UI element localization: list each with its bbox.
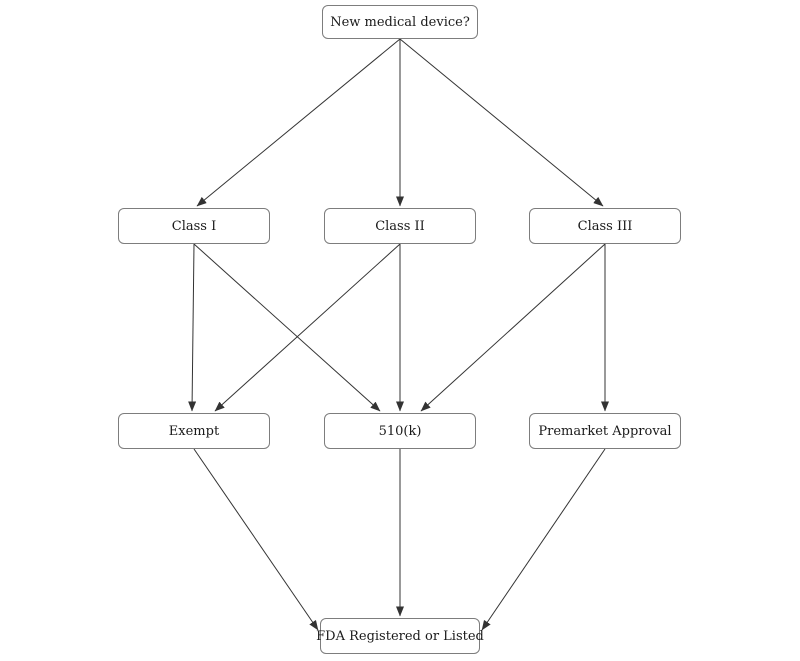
flow-edge-class-1-to-510k — [193, 243, 381, 412]
flow-edge-exempt-to-fda — [193, 448, 319, 631]
flow-edge-new-device-to-class-1 — [196, 38, 401, 207]
flow-edge-new-device-to-class-3 — [399, 38, 604, 207]
node-new-medical-device: New medical device? — [322, 5, 478, 39]
flow-edge-class-1-to-exempt — [188, 243, 197, 412]
node-class-i: Class I — [118, 208, 270, 244]
node-class-iii: Class III — [529, 208, 681, 244]
node-510k: 510(k) — [324, 413, 476, 449]
flow-edge-class-2-to-exempt — [214, 243, 401, 412]
flow-edge-class-3-to-510k — [420, 243, 606, 412]
node-fda-registered: FDA Registered or Listed — [316, 618, 484, 654]
node-exempt: Exempt — [118, 413, 270, 449]
node-premarket-approval: Premarket Approval — [529, 413, 681, 449]
flow-edge-pma-to-fda — [481, 448, 606, 631]
node-class-ii: Class II — [324, 208, 476, 244]
